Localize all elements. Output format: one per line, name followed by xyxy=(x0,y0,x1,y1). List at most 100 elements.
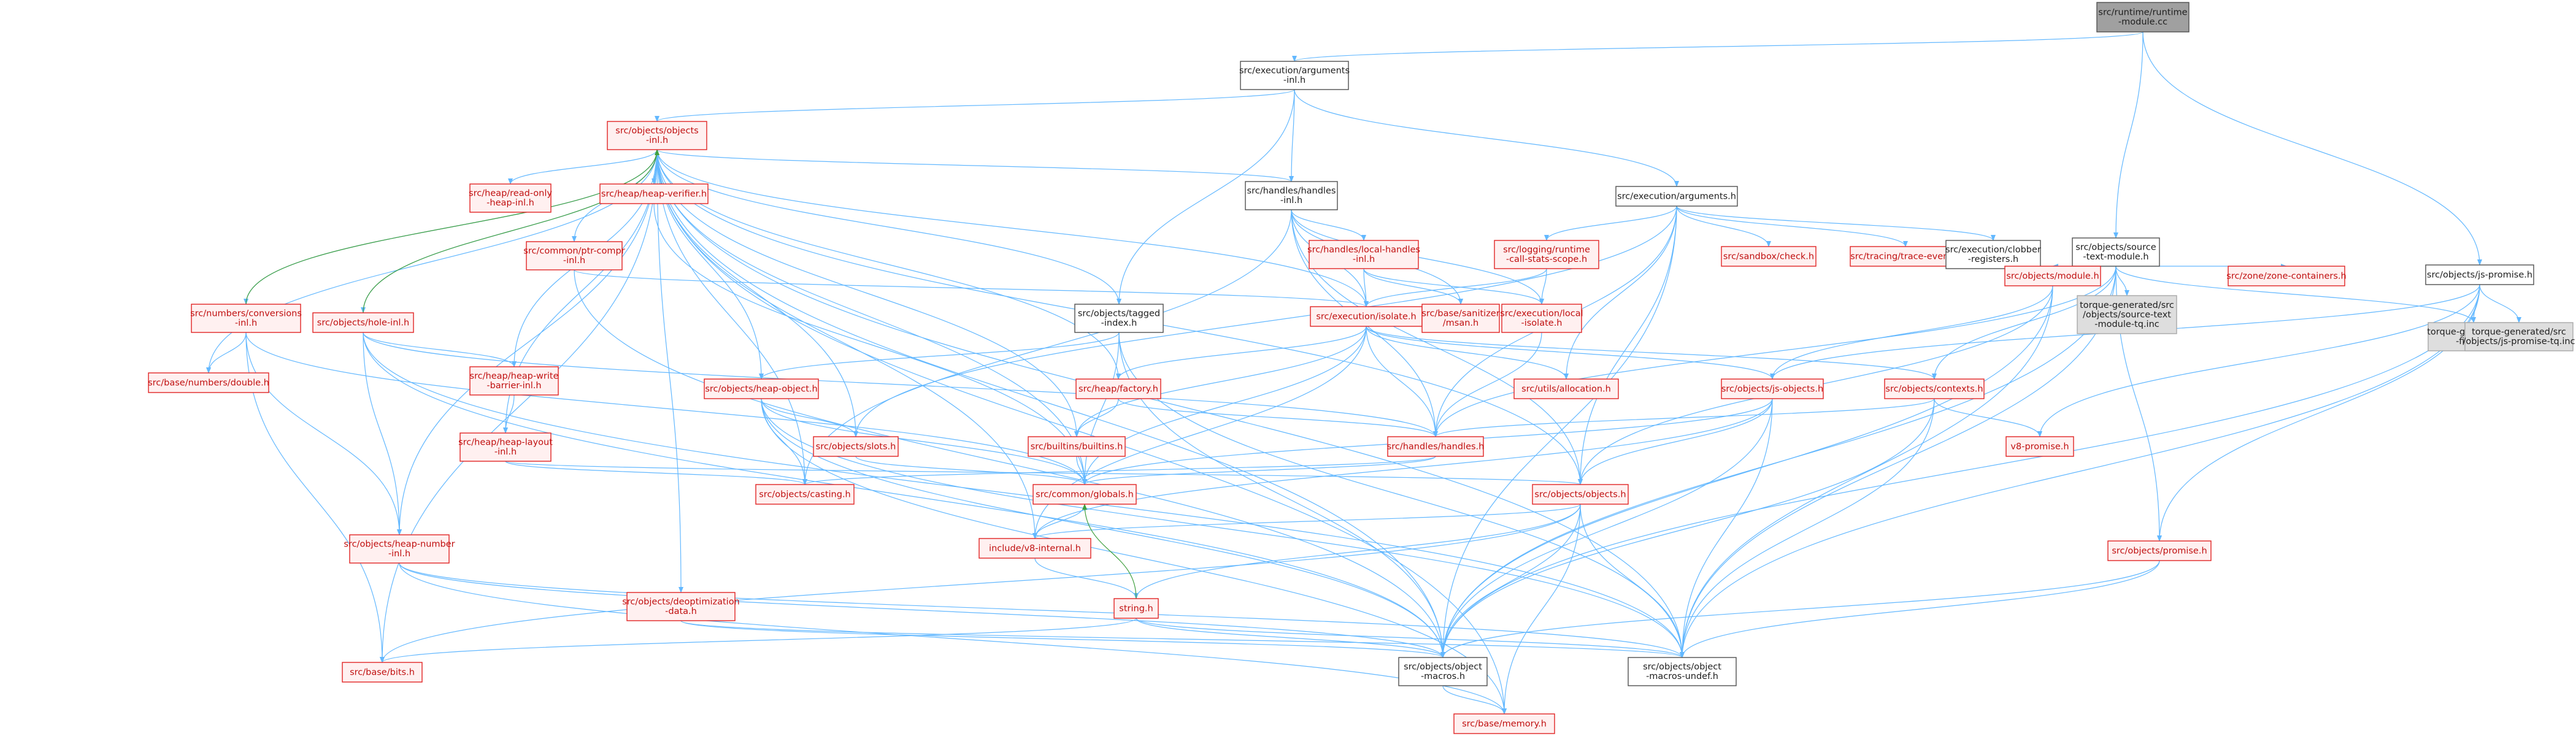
edge-contexts-to-obj_macros xyxy=(1440,398,1935,658)
node-objects-h[interactable]: src/objects/objects.h xyxy=(1532,484,1629,505)
node-box xyxy=(312,312,414,333)
node-js-objects[interactable]: src/objects/js-objects.h xyxy=(1721,378,1824,399)
node-call-stats[interactable]: src/logging/runtime-call-stats-scope.h xyxy=(1494,240,1599,269)
node-box xyxy=(704,378,819,399)
node-ptr-compr[interactable]: src/common/ptr-compr-inl.h xyxy=(523,241,625,270)
edge-js_promise-to-obj_macros_undef xyxy=(1680,284,2480,658)
node-js-promise[interactable]: src/objects/js-promise.h xyxy=(2425,264,2534,285)
node-source-text-module[interactable]: src/objects/source-text-module.h xyxy=(2072,237,2160,267)
node-base-bits[interactable]: src/base/bits.h xyxy=(342,662,423,683)
edge-isolate-to-builtins xyxy=(1074,326,1367,437)
node-exec-local-isolate[interactable]: src/execution/local-isolate.h xyxy=(1500,304,1583,333)
node-v8-promise[interactable]: v8-promise.h xyxy=(2005,436,2074,457)
edge-exec_args-to-trace_event xyxy=(1676,205,1908,247)
edge-source_text_module-to-obj_macros_undef xyxy=(1680,266,2117,658)
node-objects-inl[interactable]: src/objects/objects-inl.h xyxy=(607,121,707,150)
node-v8-internal[interactable]: include/v8-internal.h xyxy=(978,538,1091,559)
node-isolate[interactable]: src/execution/isolate.h xyxy=(1310,306,1423,327)
node-box xyxy=(1387,436,1484,457)
node-heap-write-barrier[interactable]: src/heap/heap-write-barrier-inl.h xyxy=(469,366,559,396)
edge-num_conv-to-num_double xyxy=(206,332,247,374)
node-obj-macros[interactable]: src/objects/object-macros.h xyxy=(1398,657,1488,686)
node-label: v8-promise.h xyxy=(2010,442,2069,451)
node-handles-h[interactable]: src/handles/handles.h xyxy=(1387,436,1485,457)
node-label: src/tracing/trace-event.h xyxy=(1850,251,1961,261)
node-globals[interactable]: src/common/globals.h xyxy=(1032,484,1137,505)
edge-isolate-to-contexts xyxy=(1366,326,1937,380)
edge-objects_inl-to-globals xyxy=(656,149,1087,485)
node-deopt-data[interactable]: src/objects/deoptimization-data.h xyxy=(622,592,740,621)
edge-heap_object-to-obj_macros_undef xyxy=(761,398,1685,658)
node-label: /objects/js-promise-tq.inc xyxy=(2463,337,2575,347)
edge-heap_verifier-to-globals xyxy=(653,203,1087,485)
node-label: src/numbers/conversions xyxy=(190,309,302,319)
node-casting[interactable]: src/objects/casting.h xyxy=(755,484,855,505)
node-tq-js-promise[interactable]: torque-generated/src/objects/js-promise-… xyxy=(2463,322,2575,351)
node-box xyxy=(1628,657,1737,686)
edge-deopt_data-to-obj_macros_undef xyxy=(680,620,1685,658)
node-label: src/objects/heap-number xyxy=(344,540,455,550)
node-heap-object[interactable]: src/objects/heap-object.h xyxy=(704,378,819,399)
node-heap-number[interactable]: src/objects/heap-number-inl.h xyxy=(344,534,455,564)
edge-objects_h-to-base_memory xyxy=(1502,504,1581,715)
node-tq-source-text[interactable]: torque-generated/src/objects/source-text… xyxy=(2077,295,2177,334)
node-heap-readonly[interactable]: src/heap/read-only-heap-inl.h xyxy=(469,183,552,213)
edge-exec_local_isolate-to-handles_h xyxy=(1433,332,1542,437)
node-base-sanitizer[interactable]: src/base/sanitizer/msan.h xyxy=(1421,304,1500,333)
node-module-h[interactable]: src/objects/module.h xyxy=(2004,266,2101,286)
edge-heap_number-to-base_memory xyxy=(399,562,1507,715)
node-label: -macros.h xyxy=(1421,672,1465,681)
node-num-double[interactable]: src/base/numbers/double.h xyxy=(148,372,269,393)
edge-call_stats-to-exec_local_isolate xyxy=(1539,268,1547,305)
edge-js_promise-to-v8_promise xyxy=(2037,284,2480,437)
node-num-conv[interactable]: src/numbers/conversions-inl.h xyxy=(190,304,302,333)
edge-handles_h-to-globals xyxy=(1082,456,1436,485)
node-label: src/objects/source xyxy=(2075,243,2156,253)
edge-js_objects-to-obj_macros xyxy=(1440,398,1773,658)
node-label: src/execution/clobber xyxy=(1945,245,2041,255)
node-heap-verifier[interactable]: src/heap/heap-verifier.h xyxy=(599,183,709,204)
node-exec-args-inl[interactable]: src/execution/arguments-inl.h xyxy=(1239,61,1350,90)
node-box xyxy=(1494,240,1599,269)
node-hole-inl[interactable]: src/objects/hole-inl.h xyxy=(312,312,414,333)
edge-hole_inl-to-heap_number xyxy=(363,332,402,535)
edge-heap_layout-to-objects_h xyxy=(505,461,1583,485)
node-root[interactable]: src/runtime/runtime-module.cc xyxy=(2096,2,2190,33)
edge-hole_inl-to-handles_h xyxy=(363,332,1438,437)
node-label: src/heap/heap-verifier.h xyxy=(601,189,707,199)
node-utils-allocation[interactable]: src/utils/allocation.h xyxy=(1513,378,1619,399)
node-label: -index.h xyxy=(1101,318,1137,328)
node-label: src/utils/allocation.h xyxy=(1521,384,1611,394)
node-label: src/objects/promise.h xyxy=(2112,546,2207,556)
node-promise[interactable]: src/objects/promise.h xyxy=(2107,540,2212,561)
node-clobber[interactable]: src/execution/clobber-registers.h xyxy=(1945,240,2041,269)
node-label: -inl.h xyxy=(494,447,517,457)
edge-slots-to-globals xyxy=(855,456,1087,485)
node-label: src/objects/module.h xyxy=(2006,271,2099,281)
node-sandbox-check[interactable]: src/sandbox/check.h xyxy=(1721,246,1817,267)
node-trace-event[interactable]: src/tracing/trace-event.h xyxy=(1850,246,1961,267)
node-exec-args[interactable]: src/execution/arguments.h xyxy=(1615,186,1738,207)
node-label: src/common/globals.h xyxy=(1036,489,1134,499)
edge-local_handles-to-exec_local_isolate xyxy=(1363,268,1544,305)
node-base-memory[interactable]: src/base/memory.h xyxy=(1453,713,1555,734)
edge-hole_inl-to-obj_macros_undef xyxy=(363,332,1685,658)
node-box xyxy=(1850,246,1961,267)
node-tagged-index[interactable]: src/objects/tagged-index.h xyxy=(1074,304,1164,333)
node-label: src/logging/runtime xyxy=(1503,245,1590,255)
node-builtins[interactable]: src/builtins/builtins.h xyxy=(1028,436,1126,457)
node-label: src/execution/isolate.h xyxy=(1316,312,1416,321)
node-heap-factory[interactable]: src/heap/factory.h xyxy=(1075,378,1161,399)
node-contexts[interactable]: src/objects/contexts.h xyxy=(1884,378,1985,399)
node-heap-layout[interactable]: src/heap/heap-layout-inl.h xyxy=(458,432,553,462)
node-box xyxy=(2004,266,2101,286)
node-box xyxy=(1513,378,1619,399)
node-string-h[interactable]: string.h xyxy=(1113,598,1159,619)
node-handles-inl[interactable]: src/handles/handles-inl.h xyxy=(1245,181,1338,210)
edge-objects_h-to-obj_macros xyxy=(1440,504,1581,658)
node-obj-macros-undef[interactable]: src/objects/object-macros-undef.h xyxy=(1628,657,1737,686)
node-local-handles[interactable]: src/handles/local-handles-inl.h xyxy=(1307,240,1420,269)
edge-objects_inl-to-base_bits xyxy=(380,149,658,663)
node-zone-containers[interactable]: src/zone/zone-containers.h xyxy=(2226,266,2347,286)
node-slots[interactable]: src/objects/slots.h xyxy=(813,436,899,457)
